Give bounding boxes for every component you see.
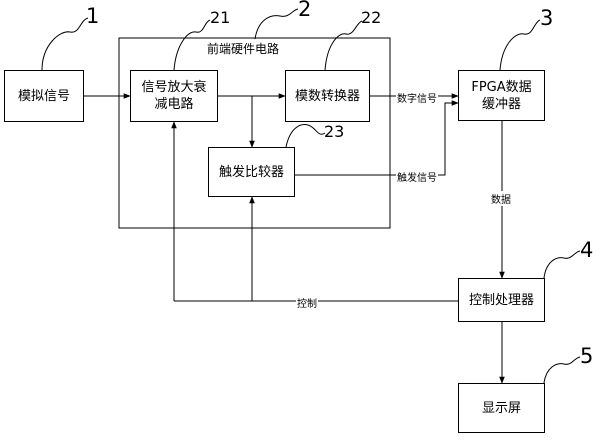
ref-number-23: 23 — [324, 122, 345, 141]
leader-23 — [285, 124, 326, 148]
edge-trigger-to-fpga — [295, 100, 459, 176]
ref-number-3: 3 — [540, 6, 554, 30]
frontend-group-frame — [118, 37, 391, 229]
leader-21 — [173, 19, 211, 71]
analog-signal-block: 模拟信号 — [4, 70, 84, 122]
control-label: 控制 — [296, 295, 318, 310]
display-block: 显示屏 — [458, 383, 545, 433]
ref-number-22: 22 — [361, 8, 382, 27]
amp-atten-block: 信号放大衰 减电路 — [130, 70, 218, 122]
leader-3 — [499, 19, 541, 71]
amp-atten-label: 信号放大衰 减电路 — [141, 80, 207, 112]
leader-4 — [543, 250, 581, 279]
data-label: 数据 — [490, 191, 512, 206]
control-processor-block: 控制处理器 — [458, 278, 545, 322]
trigger-comparator-label: 触发比较器 — [218, 164, 284, 180]
ref-number-21: 21 — [210, 8, 231, 27]
trigger-comparator-block: 触发比较器 — [208, 147, 295, 197]
ref-number-1: 1 — [86, 4, 100, 28]
control-processor-label: 控制处理器 — [468, 292, 534, 308]
ref-number-4: 4 — [580, 238, 594, 262]
fpga-buffer-label: FPGA数据 缓冲器 — [471, 79, 532, 112]
leader-5 — [543, 356, 581, 384]
display-label: 显示屏 — [481, 400, 521, 416]
leader-22 — [324, 20, 363, 71]
leader-1 — [41, 17, 89, 71]
trigger-signal-label: 触发信号 — [396, 169, 438, 184]
adc-label: 模数转换器 — [294, 88, 360, 104]
digital-signal-label: 数字信号 — [396, 90, 438, 105]
ref-number-2: 2 — [298, 0, 312, 21]
fpga-buffer-block: FPGA数据 缓冲器 — [458, 70, 545, 121]
frontend-group-title: 前端硬件电路 — [207, 42, 280, 56]
leader-2 — [254, 8, 299, 40]
adc-block: 模数转换器 — [285, 70, 370, 122]
analog-signal-label: 模拟信号 — [17, 88, 70, 104]
ref-number-5: 5 — [580, 344, 594, 368]
